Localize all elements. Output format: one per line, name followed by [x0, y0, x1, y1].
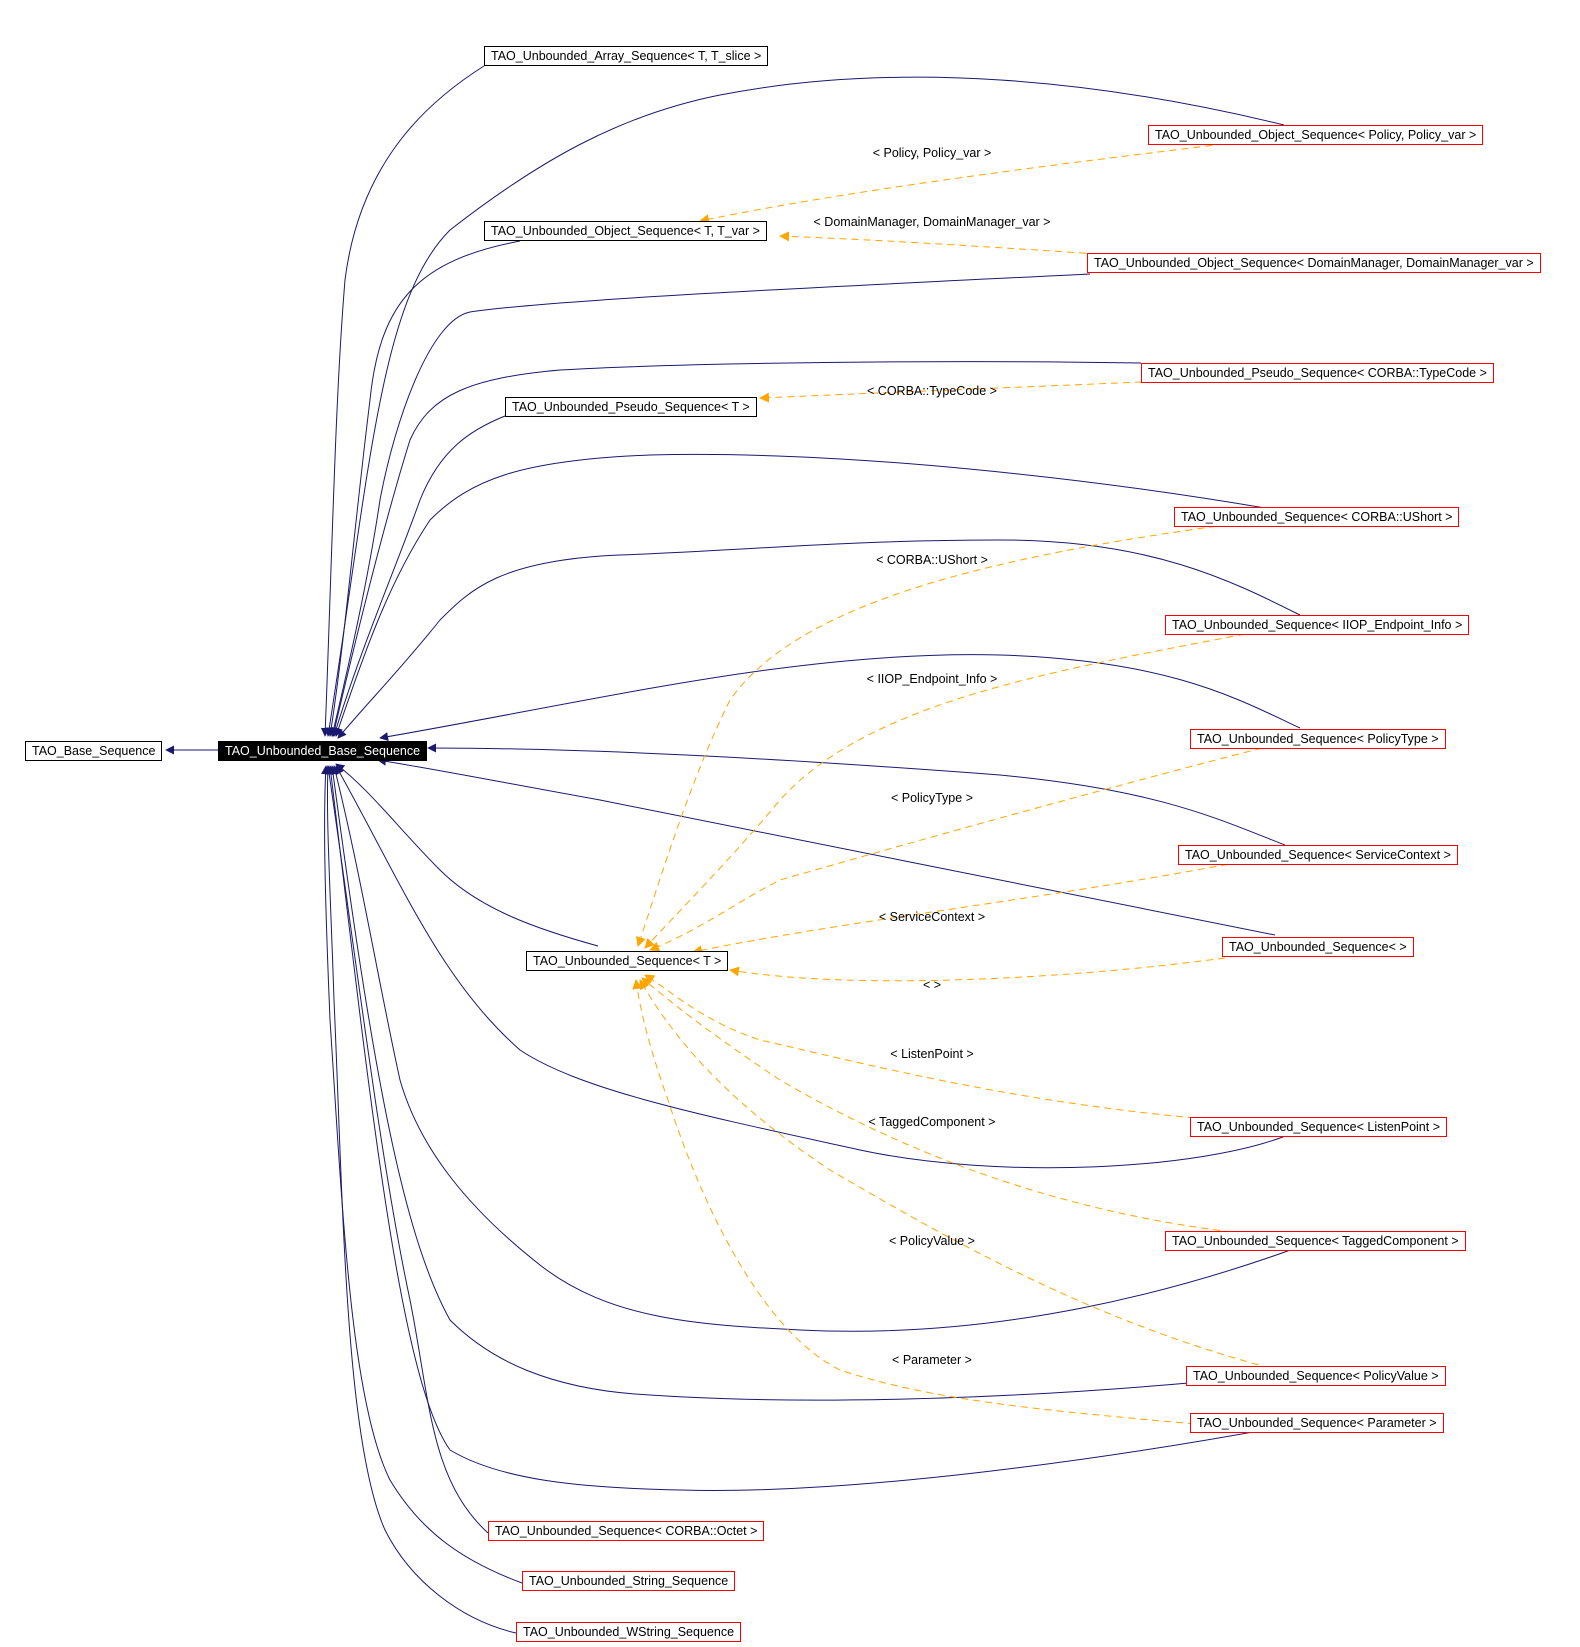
edge-parameter — [326, 765, 1276, 1491]
edge-label-listenpoint: < ListenPoint > — [890, 1047, 974, 1061]
edge-servicecontext — [427, 743, 1286, 846]
edge-label-servicecontext: < ServiceContext > — [878, 910, 986, 924]
node-seq-taggedcomponent[interactable]: TAO_Unbounded_Sequence< TaggedComponent … — [1165, 1231, 1466, 1251]
edge-policytype — [379, 654, 1301, 742]
node-seq-listenpoint[interactable]: TAO_Unbounded_Sequence< ListenPoint > — [1190, 1117, 1448, 1137]
tedge-listenpoint — [644, 974, 1196, 1119]
edge-label-policytype: < PolicyType > — [891, 791, 973, 805]
tedge-domain — [779, 231, 1099, 255]
node-seq-policytype[interactable]: TAO_Unbounded_Sequence< PolicyType > — [1190, 729, 1446, 749]
edge-string — [321, 765, 523, 1584]
node-seq-policyvalue[interactable]: TAO_Unbounded_Sequence< PolicyValue > — [1186, 1366, 1446, 1386]
node-base-sequence[interactable]: TAO_Base_Sequence — [25, 741, 163, 761]
tedge-policyvalue — [639, 979, 1271, 1369]
edge-objdomain — [329, 273, 1091, 737]
node-object-seq-policy[interactable]: TAO_Unbounded_Object_Sequence< Policy, P… — [1148, 125, 1484, 145]
node-wstring-sequence[interactable]: TAO_Unbounded_WString_Sequence — [516, 1622, 742, 1642]
edge-wstring — [323, 765, 517, 1634]
node-seq-parameter[interactable]: TAO_Unbounded_Sequence< Parameter > — [1190, 1413, 1444, 1433]
node-seq-empty[interactable]: TAO_Unbounded_Sequence< > — [1222, 937, 1414, 957]
edge-iiop — [337, 539, 1301, 739]
node-object-sequence[interactable]: TAO_Unbounded_Object_Sequence< T, T_var … — [484, 221, 767, 241]
tedge-typecode — [759, 381, 1143, 403]
node-string-sequence[interactable]: TAO_Unbounded_String_Sequence — [522, 1571, 736, 1591]
edge-label-taggedcomponent: < TaggedComponent > — [868, 1115, 996, 1129]
edge-label-policy: < Policy, Policy_var > — [872, 146, 992, 160]
node-sequence-t[interactable]: TAO_Unbounded_Sequence< T > — [526, 951, 729, 971]
edge-octet — [324, 765, 489, 1534]
node-seq-servicecontext[interactable]: TAO_Unbounded_Sequence< ServiceContext > — [1178, 845, 1458, 865]
edge-objtemplate — [326, 240, 521, 737]
node-array-sequence[interactable]: TAO_Unbounded_Array_Sequence< T, T_slice… — [484, 46, 769, 66]
edge-seqt — [335, 763, 599, 947]
edge-label-iiop: < IIOP_Endpoint_Info > — [866, 672, 998, 686]
node-pseudo-seq-typecode[interactable]: TAO_Unbounded_Pseudo_Sequence< CORBA::Ty… — [1141, 363, 1494, 383]
tedge-policy — [699, 143, 1225, 225]
edge-tagged — [331, 765, 1297, 1332]
edge-array — [320, 65, 485, 737]
tedge-servicecontext — [692, 861, 1241, 956]
edge-label-domain: < DomainManager, DomainManager_var > — [813, 215, 1051, 229]
tedge-parameter — [632, 979, 1196, 1425]
edge-policyvalue — [328, 765, 1201, 1401]
edge-label-empty: < > — [922, 978, 942, 992]
tedge-iiop — [644, 633, 1246, 949]
tedge-empty — [729, 957, 1226, 982]
node-unbounded-base-sequence[interactable]: TAO_Unbounded_Base_Sequence — [218, 741, 428, 761]
node-seq-ushort[interactable]: TAO_Unbounded_Sequence< CORBA::UShort > — [1174, 507, 1460, 527]
edge-pseudotc — [330, 361, 1142, 737]
edge-label-ushort: < CORBA::UShort > — [876, 553, 988, 567]
node-seq-iiop[interactable]: TAO_Unbounded_Sequence< IIOP_Endpoint_In… — [1165, 615, 1470, 635]
edge-label-typecode: < CORBA::TypeCode > — [867, 384, 997, 398]
edge-ushort — [334, 453, 1266, 737]
node-pseudo-sequence[interactable]: TAO_Unbounded_Pseudo_Sequence< T > — [505, 397, 757, 417]
tedge-tagged — [641, 977, 1233, 1233]
edge-objpolicy — [324, 76, 1285, 737]
edge-empty — [377, 756, 1276, 936]
node-seq-octet[interactable]: TAO_Unbounded_Sequence< CORBA::Octet > — [488, 1521, 765, 1541]
node-object-seq-domain[interactable]: TAO_Unbounded_Object_Sequence< DomainMan… — [1087, 253, 1541, 273]
edge-label-policyvalue: < PolicyValue > — [889, 1234, 975, 1248]
edge-pseudot — [332, 415, 506, 737]
edge-listenpoint — [335, 765, 1289, 1169]
tedge-policytype — [649, 747, 1263, 952]
tedge-ushort — [636, 522, 1241, 947]
edge-label-parameter: < Parameter > — [892, 1353, 972, 1367]
